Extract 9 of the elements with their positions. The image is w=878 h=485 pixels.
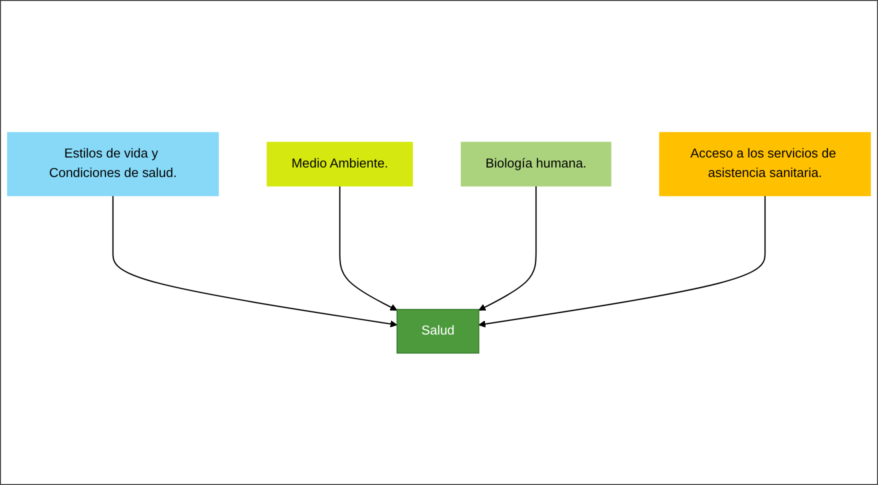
arrow: [339, 186, 398, 310]
node-box: Estilos de vida y Condiciones de salud.: [7, 132, 219, 196]
node-box: Acceso a los servicios de asistencia sanitaria.: [659, 132, 871, 196]
node-box: Medio Ambiente.: [266, 142, 413, 186]
node-box: Biología humana.: [460, 142, 612, 186]
arrow: [112, 195, 398, 328]
arrow: [478, 186, 537, 310]
arrow: [478, 195, 766, 328]
node-box: Salud: [396, 308, 480, 354]
